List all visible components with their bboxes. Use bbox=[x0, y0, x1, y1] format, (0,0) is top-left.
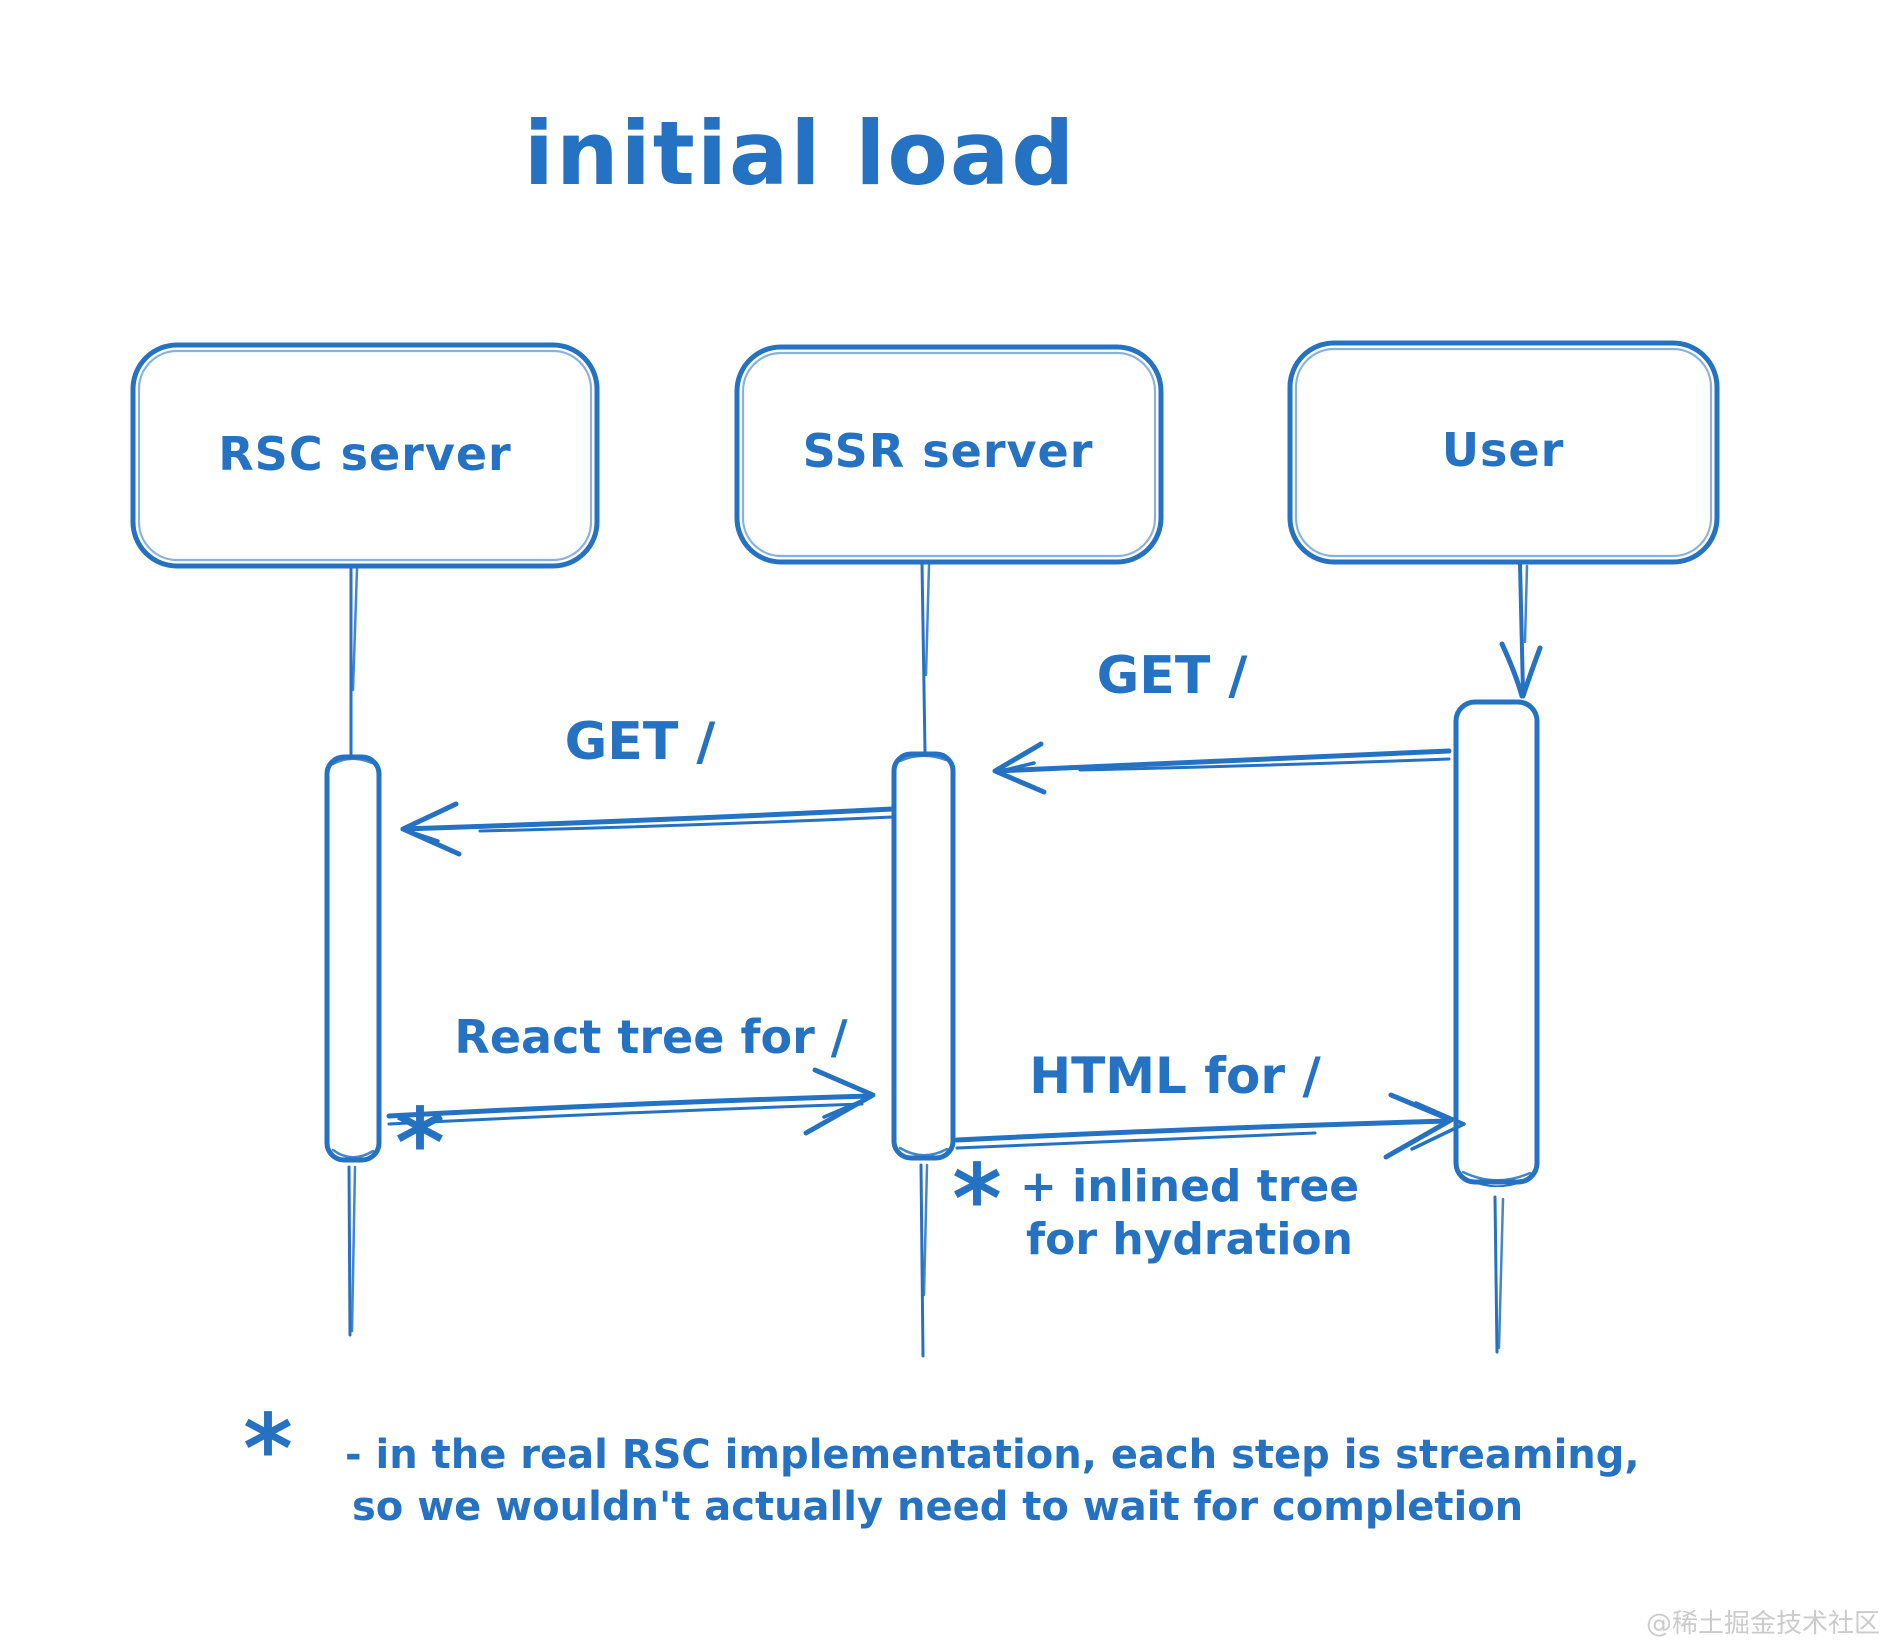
activation-bar-user bbox=[1453, 699, 1540, 1188]
actor-label-rsc: RSC server bbox=[218, 427, 512, 481]
message-label-get-ssr-rsc: GET / bbox=[564, 712, 716, 772]
actor-box-rsc-outline bbox=[130, 342, 600, 569]
activation-bar-ssr bbox=[891, 751, 956, 1161]
lifeline-ssr-tail bbox=[919, 1163, 929, 1358]
lifeline-ssr-upper bbox=[920, 561, 931, 753]
lifeline-user-tail bbox=[1493, 1195, 1505, 1354]
arrow-get-user-to-ssr bbox=[992, 741, 1452, 795]
lifeline-rsc-tail bbox=[347, 1165, 357, 1337]
message-label-get-user-ssr: GET / bbox=[1096, 646, 1248, 706]
actor-box-user-echo bbox=[1294, 347, 1713, 558]
actor-label-ssr: SSR server bbox=[802, 424, 1094, 478]
diagram-title: initial load bbox=[523, 102, 1077, 205]
footnote-line2: so we wouldn't actually need to wait for… bbox=[352, 1484, 1524, 1530]
actor-box-ssr bbox=[734, 344, 1164, 565]
note-inlined-tree-line1: + inlined tree bbox=[1020, 1161, 1360, 1212]
actor-box-user bbox=[1287, 340, 1720, 565]
actor-box-ssr-outline bbox=[734, 344, 1164, 565]
actor-box-rsc bbox=[130, 342, 600, 569]
message-label-html-for: HTML for / bbox=[1029, 1047, 1321, 1105]
arrow-user-into-activation bbox=[1499, 562, 1543, 699]
inlined-tree-asterisk: * bbox=[952, 1145, 1002, 1255]
actor-box-user-outline bbox=[1287, 340, 1720, 565]
footnote-asterisk: * bbox=[243, 1395, 293, 1505]
actor-box-ssr-echo bbox=[741, 351, 1157, 558]
actor-label-user: User bbox=[1441, 423, 1565, 477]
react-tree-asterisk: * bbox=[395, 1089, 445, 1199]
lifeline-rsc-upper bbox=[349, 565, 359, 756]
watermark: @稀土掘金技术社区 bbox=[1645, 1609, 1880, 1639]
arrow-get-ssr-to-rsc bbox=[400, 801, 895, 857]
actor-box-rsc-echo bbox=[137, 349, 593, 562]
activation-bar-rsc bbox=[324, 754, 382, 1163]
message-label-react-tree: React tree for / bbox=[454, 1010, 848, 1064]
footnote-line1: - in the real RSC implementation, each s… bbox=[345, 1432, 1640, 1478]
arrow-html-ssr-to-user bbox=[954, 1092, 1466, 1160]
note-inlined-tree-line2: for hydration bbox=[1026, 1214, 1353, 1265]
arrow-react-tree-rsc-to-ssr bbox=[386, 1067, 876, 1136]
